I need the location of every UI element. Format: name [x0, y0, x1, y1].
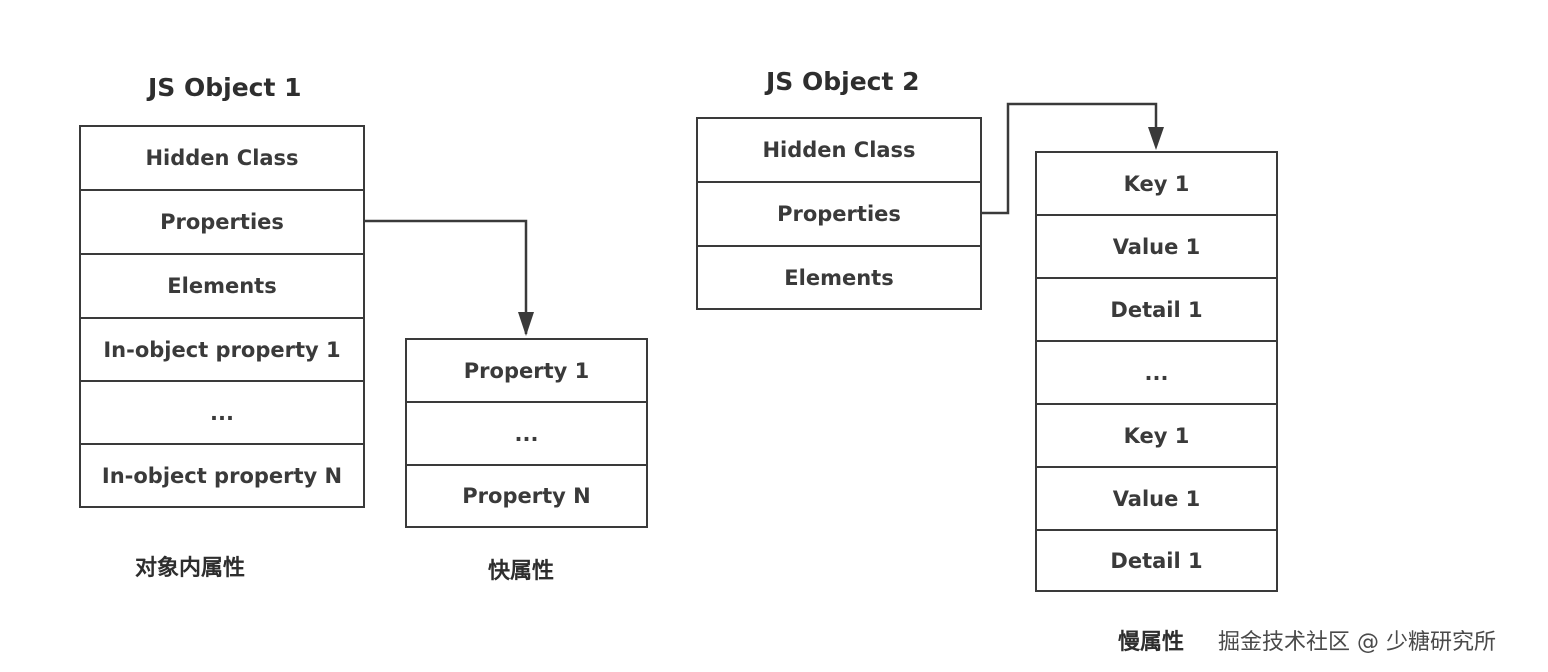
object2-hidden-class-cell: Hidden Class [698, 119, 980, 183]
object1-properties-cell: Properties [81, 191, 363, 255]
js-object-2-title: JS Object 2 [766, 67, 920, 96]
js-object-1-title: JS Object 1 [148, 73, 302, 102]
properties-to-slow-properties-arrow [982, 102, 1158, 215]
fast-property-n-cell: Property N [462, 484, 591, 508]
watermark-text: 掘金技术社区 @ 少糖研究所 [1218, 630, 1496, 655]
slow-value-1b-cell: Value 1 [1037, 468, 1276, 531]
slow-arrowhead [1148, 127, 1164, 150]
fast-property-1-cell: Property 1 [407, 340, 646, 403]
object1-in-object-property-1-cell: In-object property 1 [81, 319, 363, 382]
properties-to-fast-properties-arrow [365, 219, 528, 334]
object1-ellipsis-cell: ... [81, 382, 363, 445]
slow-ellipsis-cell: ... [1037, 342, 1276, 405]
slow-key-1-cell: Key 1 [1037, 153, 1276, 216]
object1-hidden-class-cell: Hidden Class [81, 127, 363, 191]
js-object-1-table: Hidden Class Properties Elements In-obje… [79, 125, 365, 508]
fast-property-ellipsis-cell: ... [407, 403, 646, 466]
fast-properties-caption: 快属性 [488, 559, 555, 584]
slow-key-1b-cell: Key 1 [1037, 405, 1276, 468]
slow-properties-caption: 慢属性 [1118, 630, 1185, 655]
object2-properties-cell: Properties [698, 183, 980, 247]
js-object-2-table: Hidden Class Properties Elements [696, 117, 982, 310]
object2-elements-cell: Elements [784, 265, 894, 290]
slow-detail-1-cell: Detail 1 [1037, 279, 1276, 342]
fast-properties-table: Property 1 ... Property N [405, 338, 648, 528]
slow-value-1-cell: Value 1 [1037, 216, 1276, 279]
in-object-properties-caption: 对象内属性 [135, 556, 246, 581]
object1-elements-cell: Elements [81, 255, 363, 319]
object1-in-object-property-n-cell: In-object property N [101, 463, 343, 488]
slow-detail-1b-cell: Detail 1 [1110, 548, 1203, 573]
fast-arrowhead [518, 312, 534, 336]
slow-properties-table: Key 1 Value 1 Detail 1 ... Key 1 Value 1… [1035, 151, 1278, 592]
